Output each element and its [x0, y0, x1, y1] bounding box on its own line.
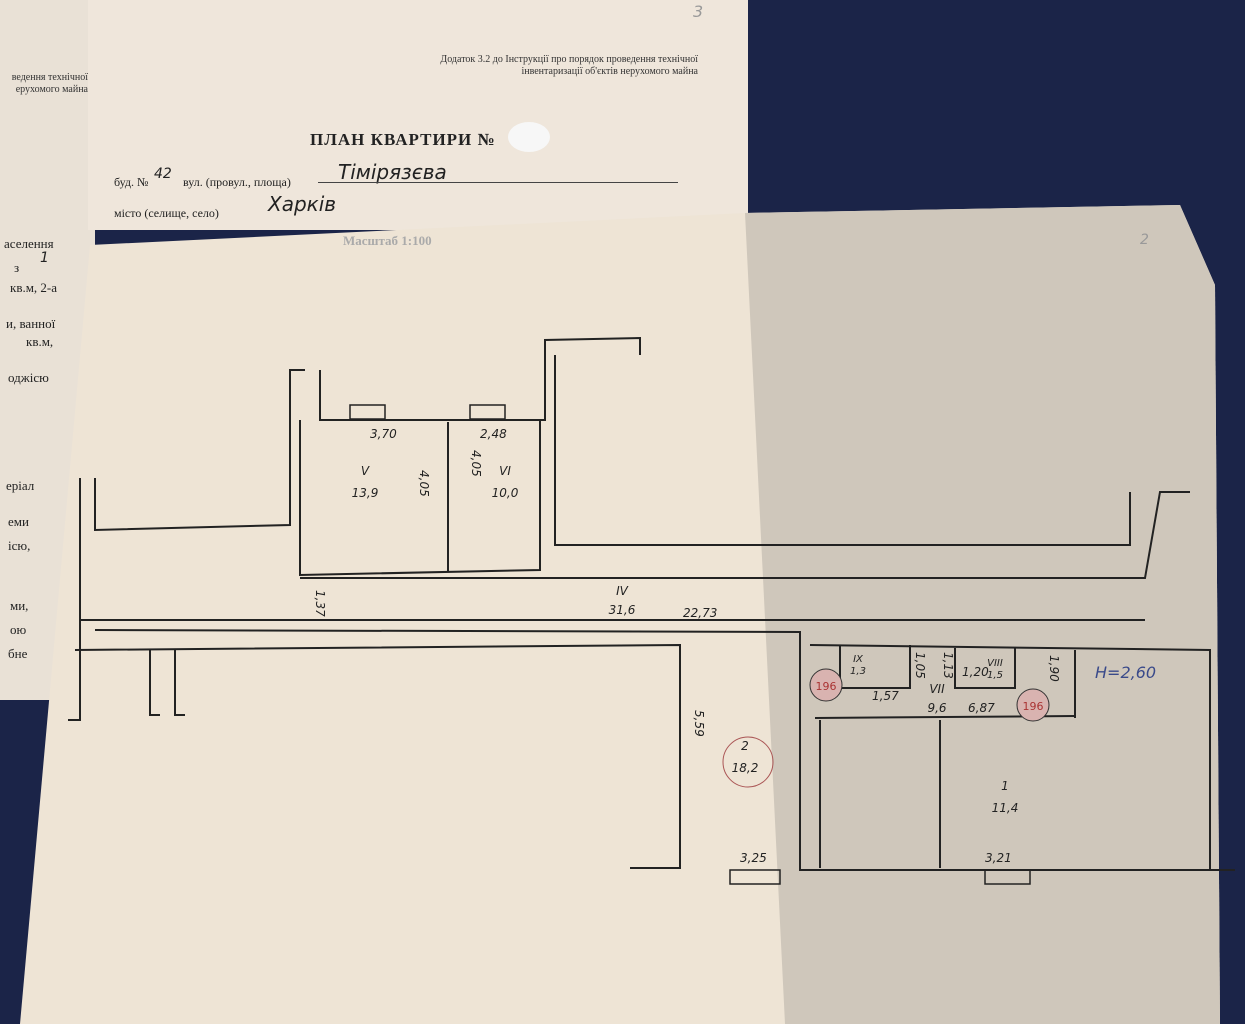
left-text: кв.м, 2-а [10, 280, 58, 295]
street-value: Тімірязєва [338, 160, 447, 184]
building-label: буд. № [114, 175, 149, 189]
room-area: 18,2 [732, 761, 759, 775]
plan-title: ПЛАН КВАРТИРИ № [310, 130, 496, 149]
svg-text:196: 196 [816, 680, 837, 693]
left-text: аселення [4, 236, 54, 251]
room-number: IV [616, 584, 629, 598]
stamp: 196 [1016, 688, 1050, 722]
dim: 4,05 [417, 470, 431, 497]
dim: 4,05 [469, 450, 483, 477]
left-text: ісю, [8, 538, 31, 553]
left-header-2: ерухомого майна [15, 84, 88, 95]
form-page: 3 Додаток 3.2 до Інструкції про порядок … [88, 0, 748, 230]
street-label: вул. (провул., площа) [183, 175, 291, 189]
dim: 3,70 [370, 427, 397, 441]
page-number: 3 [693, 2, 704, 21]
room-area: 11,4 [992, 801, 1019, 815]
dim: 6,87 [968, 701, 995, 715]
walls [68, 336, 1235, 871]
city-label: місто (селище, село) [114, 206, 219, 220]
tracing-paper [745, 205, 1220, 1024]
room-2-circle [722, 736, 774, 788]
svg-text:196: 196 [1023, 700, 1044, 713]
left-text: ми, [10, 598, 29, 613]
room-area: 13,9 [352, 486, 379, 500]
dim: 3,25 [740, 851, 767, 865]
header-note: Додаток 3.2 до Інструкції про порядок пр… [440, 54, 698, 65]
room-number: V [361, 464, 370, 478]
left-text: кв.м, [26, 334, 54, 349]
dim: 1,20 [962, 665, 989, 679]
room-area: 31,6 [609, 603, 636, 617]
left-text: ою [10, 622, 27, 637]
room-number: 1 [1001, 779, 1009, 793]
city-value: Харків [268, 192, 337, 216]
windows [349, 404, 1031, 885]
scale-label: Масштаб 1:100 [343, 233, 432, 248]
left-text: еріал [6, 478, 35, 493]
dim: 1,57 [872, 689, 899, 703]
left-page-text: ведення технічної ерухомого майна аселен… [0, 0, 95, 700]
dim: 22,73 [683, 606, 717, 620]
room-number: 2 [741, 739, 749, 753]
left-handwritten: 1 [40, 250, 49, 266]
dim: 1,37 [313, 590, 327, 617]
room-area: 10,0 [492, 486, 519, 500]
dim: 1,05 [913, 652, 927, 679]
left-text: бне [8, 646, 28, 661]
dim: 5,59 [692, 710, 706, 737]
room-area: 1,5 [987, 670, 1003, 681]
redacted-number [508, 122, 550, 152]
room-number: VI [499, 464, 511, 478]
room-area: 9,6 [927, 701, 946, 715]
dim: 1,13 [941, 652, 955, 679]
dim: 3,21 [985, 851, 1012, 865]
tracing-page-number: 2 [1140, 232, 1149, 248]
room-number: VII [929, 682, 945, 696]
left-text: з [14, 260, 20, 275]
left-text: еми [8, 514, 29, 529]
header-note: інвентаризації об'єктів нерухомого майна [521, 66, 698, 77]
height-note: H=2,60 [1095, 663, 1156, 682]
dim: 2,48 [480, 427, 507, 441]
street-line [318, 182, 678, 183]
left-header-1: ведення технічної [11, 72, 88, 83]
left-text: и, ванної [6, 316, 56, 331]
stamp: 196 [809, 668, 843, 702]
room-number: IX [853, 654, 864, 665]
room-area: 1,3 [850, 666, 866, 677]
dim: 1,90 [1047, 655, 1061, 682]
room-number: VIII [987, 658, 1003, 669]
building-number: 42 [154, 166, 172, 182]
left-text: оджісю [8, 370, 49, 385]
